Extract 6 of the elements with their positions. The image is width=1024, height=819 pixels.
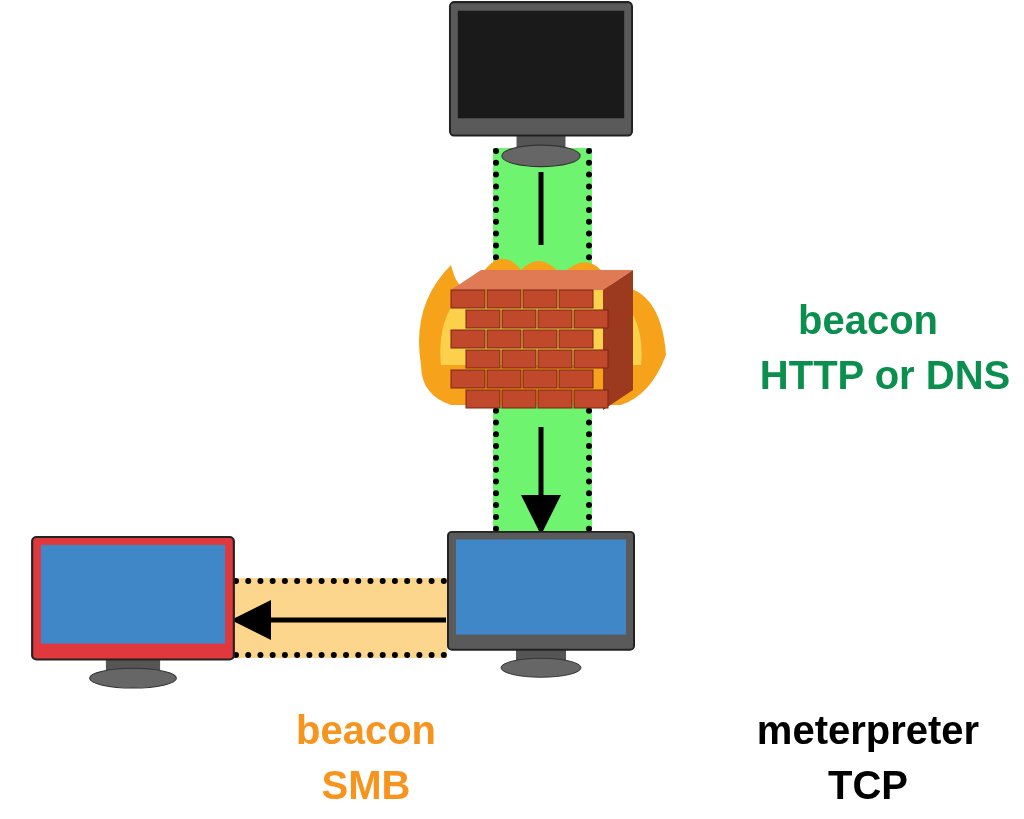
protocol-label: beacon <box>798 300 938 340</box>
protocol-label: SMB <box>321 765 411 805</box>
protocol-label: beacon <box>296 710 436 750</box>
protocol-label: HTTP or DNS <box>759 355 1011 395</box>
protocol-label: meterpreter <box>756 710 980 750</box>
protocol-label: TCP <box>828 765 908 805</box>
